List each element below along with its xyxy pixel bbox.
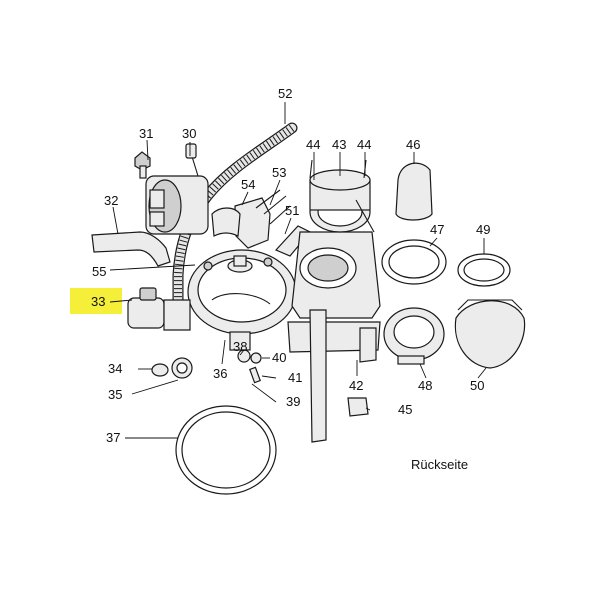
label-51: 51 bbox=[285, 203, 299, 218]
label-53: 53 bbox=[272, 165, 286, 180]
label-36: 36 bbox=[213, 366, 227, 381]
label-33: 33 bbox=[91, 294, 105, 309]
label-38: 38 bbox=[233, 339, 247, 354]
label-42: 42 bbox=[349, 378, 363, 393]
label-31: 31 bbox=[139, 126, 153, 141]
label-34: 34 bbox=[108, 361, 122, 376]
caption-rueckseite: Rückseite bbox=[411, 457, 468, 472]
label-46: 46 bbox=[406, 137, 420, 152]
label-55: 55 bbox=[92, 264, 106, 279]
label-52: 52 bbox=[278, 86, 292, 101]
cover-50 bbox=[454, 299, 526, 369]
pump-assembly bbox=[134, 143, 209, 235]
label-45: 45 bbox=[398, 402, 412, 417]
part-34 bbox=[151, 363, 169, 377]
label-30: 30 bbox=[182, 126, 196, 141]
ring-37-inner bbox=[181, 411, 271, 489]
part-41 bbox=[249, 366, 261, 384]
part-35-inner bbox=[176, 362, 188, 374]
label-39: 39 bbox=[286, 394, 300, 409]
label-50: 50 bbox=[470, 378, 484, 393]
label-44-right: 44 bbox=[357, 137, 371, 152]
bracket bbox=[287, 309, 381, 443]
label-32: 32 bbox=[104, 193, 118, 208]
label-41: 41 bbox=[288, 370, 302, 385]
connector-33 bbox=[127, 287, 191, 331]
part-40 bbox=[250, 352, 262, 364]
valve-tubes bbox=[211, 189, 291, 249]
part-48 bbox=[383, 307, 445, 365]
part-45 bbox=[347, 397, 369, 417]
label-37: 37 bbox=[106, 430, 120, 445]
label-48: 48 bbox=[418, 378, 432, 393]
label-54: 54 bbox=[241, 177, 255, 192]
ring-49-inner bbox=[463, 258, 505, 282]
part-46 bbox=[395, 162, 433, 221]
label-44-left: 44 bbox=[306, 137, 320, 152]
label-49: 49 bbox=[476, 222, 490, 237]
label-40: 40 bbox=[272, 350, 286, 365]
label-43: 43 bbox=[332, 137, 346, 152]
label-47: 47 bbox=[430, 222, 444, 237]
water-tank bbox=[291, 159, 381, 319]
highlight-marker bbox=[70, 288, 122, 314]
ring-47-inner bbox=[388, 245, 440, 279]
filter-sump bbox=[187, 249, 297, 351]
label-35: 35 bbox=[108, 387, 122, 402]
drain-hose bbox=[91, 231, 171, 267]
leader-lines bbox=[109, 102, 487, 439]
